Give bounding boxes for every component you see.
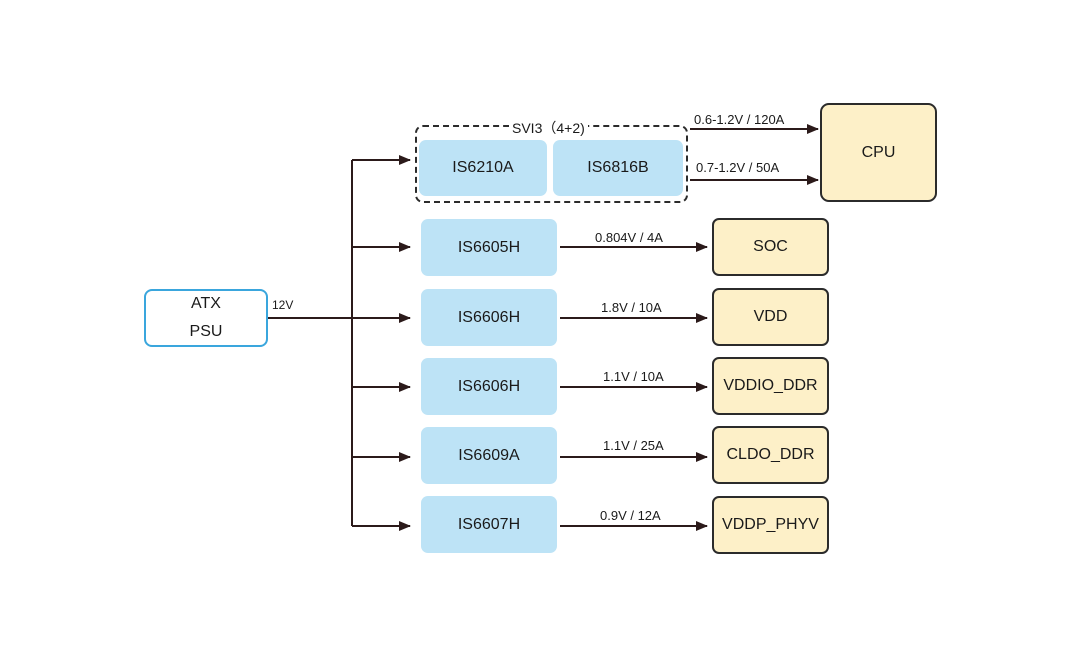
load-vdd: VDD xyxy=(712,288,829,346)
regulator-r3: IS6606H xyxy=(421,358,557,415)
atx-psu-block: ATX PSU xyxy=(144,289,268,347)
rail-label-r1: 0.804V / 4A xyxy=(595,230,663,245)
load-vddio-ddr: VDDIO_DDR xyxy=(712,357,829,415)
rail-label-r2: 1.8V / 10A xyxy=(601,300,662,315)
regulator-r1: IS6605H xyxy=(421,219,557,276)
load-soc: SOC xyxy=(712,218,829,276)
regulator-is6816b: IS6816B xyxy=(553,140,683,196)
rail-label-12v: 12V xyxy=(272,298,294,312)
rail-label-r5: 0.9V / 12A xyxy=(600,508,661,523)
regulator-r4: IS6609A xyxy=(421,427,557,484)
rail-label-cpu-2: 0.7-1.2V / 50A xyxy=(696,160,780,175)
psu-label-line2: PSU xyxy=(189,323,223,340)
rail-label-r4: 1.1V / 25A xyxy=(603,438,664,453)
regulator-r5: IS6607H xyxy=(421,496,557,553)
load-cldo-ddr: CLDO_DDR xyxy=(712,426,829,484)
load-vddp-phyv: VDDP_PHYV xyxy=(712,496,829,554)
svi3-group-title: SVI3（4+2) xyxy=(509,120,588,136)
psu-label-line1: ATX xyxy=(191,295,221,312)
load-cpu: CPU xyxy=(820,103,937,202)
rail-label-r3: 1.1V / 10A xyxy=(603,369,664,384)
regulator-r2: IS6606H xyxy=(421,289,557,346)
rail-label-cpu-1: 0.6-1.2V / 120A xyxy=(694,112,785,127)
regulator-is6210a: IS6210A xyxy=(419,140,547,196)
